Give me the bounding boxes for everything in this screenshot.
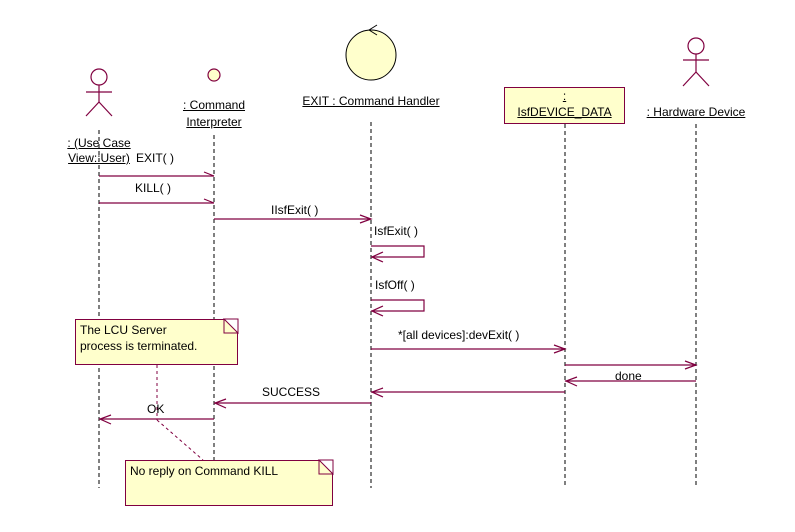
message-arrow-self-isfoff [370,299,425,317]
message-label-kill: KILL( ) [135,181,172,195]
note-no-reply-on-kill: No reply on Command KILL [125,460,333,506]
participant-label-command-handler: EXIT : Command Handler [302,94,440,108]
message-label-done: done [615,369,642,383]
participant-label-interpreter-line2: Interpreter [186,115,242,129]
participant-label-hardware-device: : Hardware Device [646,105,746,119]
note-text-line1: No reply on Command KILL [130,464,279,478]
note-text-line2: process is terminated. [80,339,198,353]
interface-icon-command-interpreter [207,68,221,82]
message-label-iisfexit: IIsfExit( ) [271,203,319,217]
message-label-isfoff: IsfOff( ) [375,278,415,292]
message-arrow-to-hardware [565,360,698,370]
message-arrow-self-isfexit [370,245,425,263]
message-arrow-devexit [371,344,567,354]
note-anchor-no-reply [156,419,204,461]
control-icon-command-handler [345,24,397,81]
participant-label-interpreter-line1: : Command [182,98,246,112]
message-arrow-return-to-handler [370,387,565,398]
message-label-isfexit: IsfExit( ) [374,224,418,238]
actor-icon-user [85,68,113,117]
message-arrow-success [213,398,371,409]
message-arrow-done [564,376,696,387]
message-arrow-kill [99,198,215,204]
note-lcu-server-terminated: The LCU Server process is terminated. [75,319,238,365]
message-arrow-exit [99,171,215,177]
actor-icon-hardware-device [682,37,710,87]
message-arrow-iisfexit [214,214,373,224]
message-label-success: SUCCESS [262,385,321,399]
message-label-ok: OK [147,402,165,416]
message-label-exit: EXIT( ) [136,151,174,165]
message-label-devexit: *[all devices]:devExit( ) [398,328,520,342]
participant-box-device-data: : IsfDEVICE_DATA [504,87,625,124]
participant-label-device-data-line1: : [562,89,567,103]
note-text-line1: The LCU Server [80,323,167,337]
participant-label-device-data-line2: IsfDEVICE_DATA [517,105,612,119]
participant-label-user-line2: View::User) [68,151,130,165]
participant-label-user-line1: : (Use Case [67,136,131,150]
